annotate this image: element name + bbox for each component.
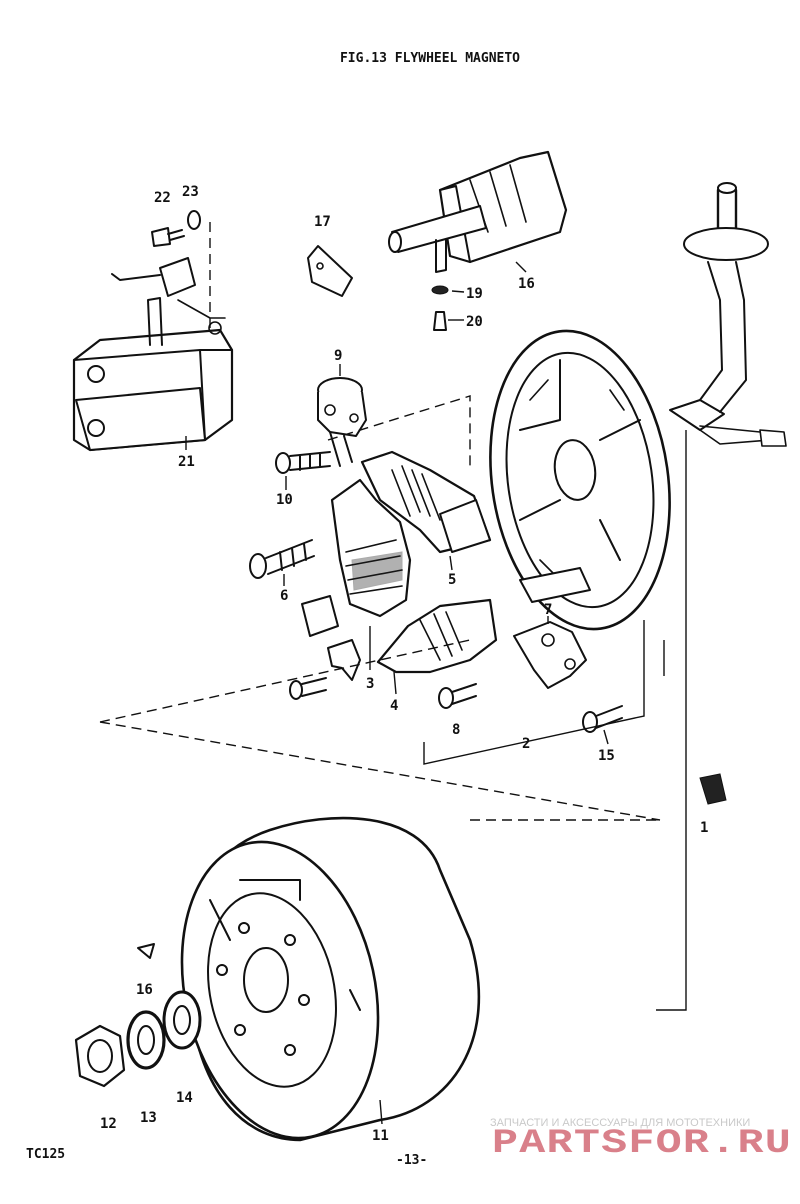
callout-21: 21 [178, 454, 195, 470]
coil-4-part [376, 598, 498, 674]
screw-6-part [249, 539, 315, 579]
figure-title: FIG.13 FLYWHEEL MAGNETO [340, 51, 520, 66]
clip-3-part [327, 639, 361, 681]
bracket-right [656, 430, 687, 1011]
leader-15 [603, 729, 609, 745]
callout-23: 23 [182, 184, 199, 200]
watermark-caption: ЗАПЧАСТИ И АКСЕССУАРЫ ДЛЯ МОТОТЕХНИКИ [490, 1117, 750, 1129]
ignition-coil-part [72, 257, 234, 452]
wire-loom-part [669, 182, 787, 447]
callout-13: 13 [140, 1110, 157, 1126]
lock-washer-13-part [126, 1010, 166, 1070]
callout-10: 10 [276, 492, 293, 508]
screw-10-part [275, 451, 331, 474]
condenser-18-part [388, 150, 568, 273]
callout-22: 22 [154, 190, 171, 206]
bracket-1 [423, 620, 645, 765]
stator-plate-part [489, 329, 671, 631]
callout-16-key: 16 [136, 982, 153, 998]
callout-16: 16 [518, 276, 535, 292]
assembly-dash-3 [327, 395, 471, 470]
plate-17-part [307, 245, 353, 297]
callout-19: 19 [466, 286, 483, 302]
callout-11: 11 [372, 1128, 389, 1144]
callout-15: 15 [598, 748, 615, 764]
screw-8-part [438, 683, 477, 709]
callout-12: 12 [100, 1116, 117, 1132]
callout-1: 1 [700, 820, 708, 836]
assembly-dash-2 [99, 721, 661, 821]
callout-3: 3 [366, 676, 374, 692]
callout-7: 7 [544, 602, 552, 618]
callout-2: 2 [522, 736, 530, 752]
leader-4 [393, 671, 397, 695]
leader-19 [451, 290, 465, 293]
coil-3-part [330, 478, 412, 618]
callout-17: 17 [314, 214, 331, 230]
callout-9: 9 [334, 348, 342, 364]
spring-part [699, 773, 727, 805]
screw-3a-part [289, 677, 327, 700]
callout-8: 8 [452, 722, 460, 738]
page-number: -13- [396, 1153, 427, 1168]
block-part [301, 595, 339, 637]
contact-breaker-9-part [317, 377, 367, 467]
callout-20: 20 [466, 314, 483, 330]
coil-5-part [360, 450, 492, 554]
screw-22-part [151, 227, 185, 247]
watermark-logo: PARTSFOR.RU [492, 1125, 792, 1163]
breaker-7-part [513, 621, 587, 689]
callout-14: 14 [176, 1090, 193, 1106]
leader-11 [379, 1099, 383, 1125]
callout-6: 6 [280, 588, 288, 604]
callout-4: 4 [390, 698, 398, 714]
assembly-dash-1 [99, 639, 471, 723]
leader-5 [449, 555, 453, 571]
flywheel-11-part [180, 816, 481, 1142]
model-code: TC125 [26, 1147, 65, 1162]
callout-5: 5 [448, 572, 456, 588]
nut-12-part [74, 1024, 126, 1088]
washer-19-part [431, 285, 449, 295]
washer-23-part [187, 210, 201, 230]
screw-20-part [433, 311, 447, 331]
washer-14-part [162, 990, 202, 1050]
leader-16 [515, 261, 527, 273]
key-16-part [137, 943, 155, 959]
